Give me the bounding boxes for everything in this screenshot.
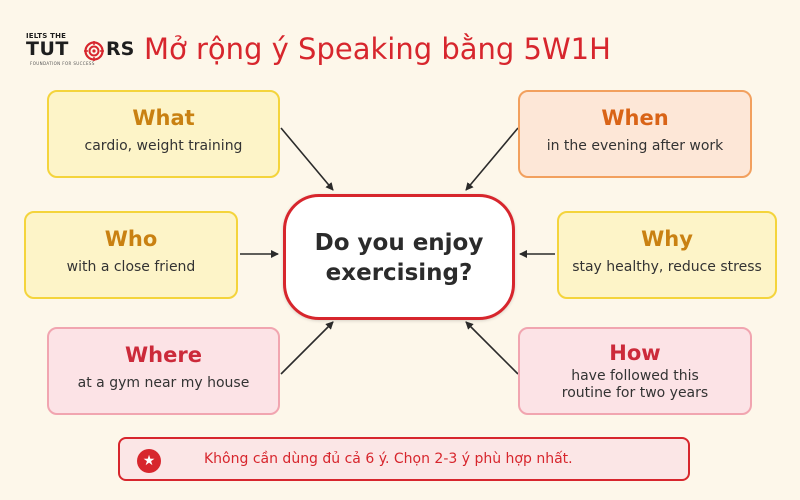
central-question-text: Do you enjoy exercising? [314,230,484,286]
box-why: Why stay healthy, reduce stress [557,211,777,299]
arrow-where [280,321,334,375]
box-how-heading: How [609,341,661,365]
tip-text: Không cần dùng đủ cả 6 ý. Chọn 2-3 ý phù… [204,451,573,467]
box-where-detail: at a gym near my house [77,375,250,391]
box-what: What cardio, weight training [47,90,280,178]
logo-text-part1: TUT [26,38,69,60]
arrow-how [465,321,519,375]
box-when-detail: in the evening after work [546,138,724,154]
arrow-when [465,127,519,191]
box-who-detail: with a close friend [66,259,196,275]
box-why-heading: Why [641,227,693,251]
arrow-what [280,127,334,191]
box-how-detail: have followed this routine for two years [561,368,709,401]
logo-tagline: FOUNDATION FOR SUCCESS [30,61,95,66]
box-where: Where at a gym near my house [47,327,280,415]
box-where-heading: Where [125,343,202,367]
box-who-heading: Who [104,227,158,251]
central-question: Do you enjoy exercising? [283,194,515,320]
box-when: When in the evening after work [518,90,752,178]
logo-line1: IELTS THE [26,32,67,40]
target-icon [84,41,104,61]
star-icon: ★ [137,449,161,473]
page-title: Mở rộng ý Speaking bằng 5W1H [144,32,611,66]
logo-text-part2: RS [106,38,135,60]
box-what-heading: What [132,106,195,130]
tip-banner: ★ Không cần dùng đủ cả 6 ý. Chọn 2-3 ý p… [118,437,690,481]
box-why-detail: stay healthy, reduce stress [572,259,762,275]
box-what-detail: cardio, weight training [84,138,243,154]
box-who: Who with a close friend [24,211,238,299]
box-how: How have followed this routine for two y… [518,327,752,415]
box-when-heading: When [601,106,669,130]
brand-logo: IELTS THE TUT RS FOUNDATION FOR SUCCESS [18,32,134,70]
